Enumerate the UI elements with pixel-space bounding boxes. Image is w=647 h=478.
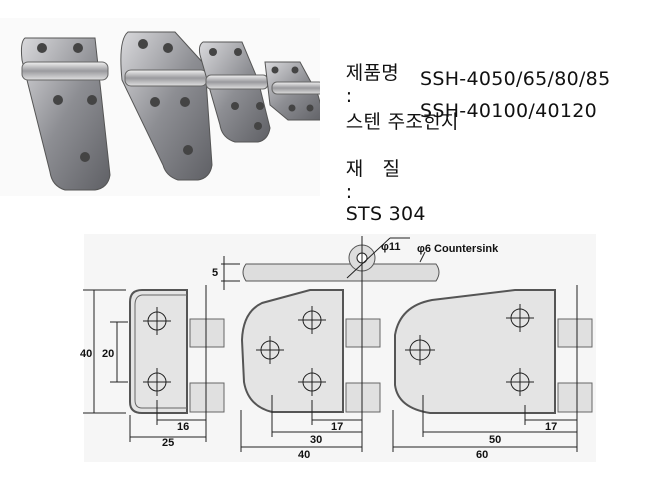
hinge-medium-large-photo	[120, 31, 213, 181]
hinge-medium-photo	[198, 41, 271, 143]
dim-medium-width: 40	[298, 449, 310, 461]
dim-small-hole-offset: 16	[177, 421, 189, 433]
dim-medium-hole-offset: 17	[331, 421, 343, 433]
hinge-large-photo	[20, 37, 111, 191]
dim-small-hole-pitch: 20	[102, 348, 114, 360]
dim-thickness: 5	[212, 267, 218, 279]
product-name-row: 제품명 : 스텐 주조힌지	[333, 36, 459, 134]
dim-small-height: 40	[80, 348, 92, 360]
models-line-2: SSH-40100/40120	[420, 100, 598, 122]
product-name: 스텐 주조힌지	[345, 111, 459, 133]
material-row: 재 질 : STS 304	[333, 132, 426, 225]
small-hinge-view	[83, 285, 225, 442]
separator: :	[345, 181, 353, 203]
separator: :	[345, 85, 353, 107]
hinge-product-photo	[0, 18, 320, 196]
material-value: STS 304	[345, 203, 426, 225]
medium-hinge-view	[240, 236, 381, 452]
models-line-1: SSH-4050/65/80/85	[420, 68, 611, 90]
large-hinge-view	[392, 285, 593, 452]
dim-large-hole-span: 50	[489, 434, 501, 446]
side-view	[221, 237, 440, 290]
dim-large-width: 60	[476, 449, 488, 461]
dim-countersink: φ6 Countersink	[417, 243, 499, 255]
dim-medium-hole-span: 30	[310, 434, 322, 446]
dim-small-width: 25	[162, 437, 174, 449]
hinge-small-photo	[264, 61, 320, 121]
product-label: 제품명	[345, 62, 400, 84]
material-label: 재 질	[345, 158, 401, 180]
dim-large-hole-offset: 17	[545, 421, 557, 433]
dim-knuckle-diameter: φ11	[381, 241, 401, 253]
